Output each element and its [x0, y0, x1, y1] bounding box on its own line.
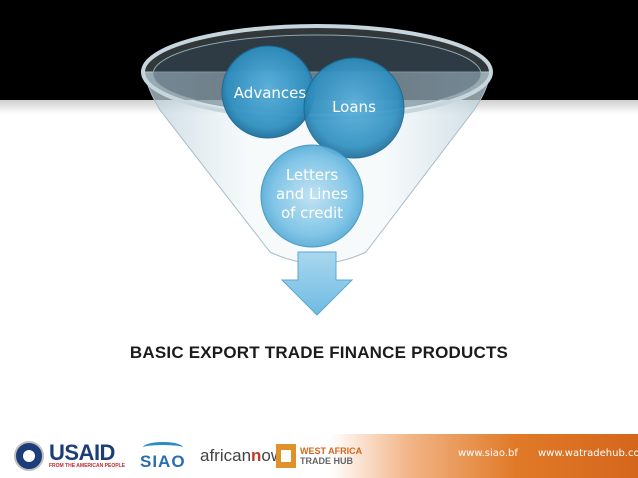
siao-waves-icon [142, 442, 183, 453]
bubble-label-advances: Advances [233, 84, 307, 102]
letters-line-3: of credit [280, 204, 344, 222]
trade-hub-badge-icon [276, 444, 296, 468]
siao-url-link[interactable]: www.siao.bf [458, 448, 518, 459]
wath-line-1: WEST AFRICA [300, 446, 363, 456]
footer-bar: USAID FROM THE AMERICAN PEOPLE SIAO afri… [0, 434, 638, 478]
west-africa-trade-hub-logo: WEST AFRICA TRADE HUB [276, 434, 362, 478]
usaid-wordmark: USAID [49, 439, 115, 465]
usaid-tagline: FROM THE AMERICAN PEOPLE [49, 462, 125, 469]
letters-line-2: and Lines [275, 185, 349, 203]
bubble-label-loans: Loans [332, 98, 376, 116]
africanow-prefix: african [200, 446, 252, 465]
siao-wordmark: SIAO [140, 452, 186, 471]
wath-line-2: TRADE HUB [300, 456, 353, 466]
bubble-letters [260, 144, 364, 248]
usaid-seal-icon [14, 441, 44, 471]
letters-line-1: Letters [285, 166, 339, 184]
usaid-logo: USAID FROM THE AMERICAN PEOPLE [14, 434, 125, 478]
siao-logo: SIAO [140, 434, 186, 478]
footer-orange-gradient [330, 434, 638, 478]
africanow-n-icon: n [251, 446, 262, 465]
bubble-label-letters: Letters and Lines of credit [264, 166, 360, 223]
down-arrow [280, 251, 354, 316]
watradehub-url-link[interactable]: www.watradehub.com [538, 448, 638, 459]
slide-title: BASIC EXPORT TRADE FINANCE PRODUCTS [129, 343, 509, 362]
bubble-loans [303, 57, 405, 159]
